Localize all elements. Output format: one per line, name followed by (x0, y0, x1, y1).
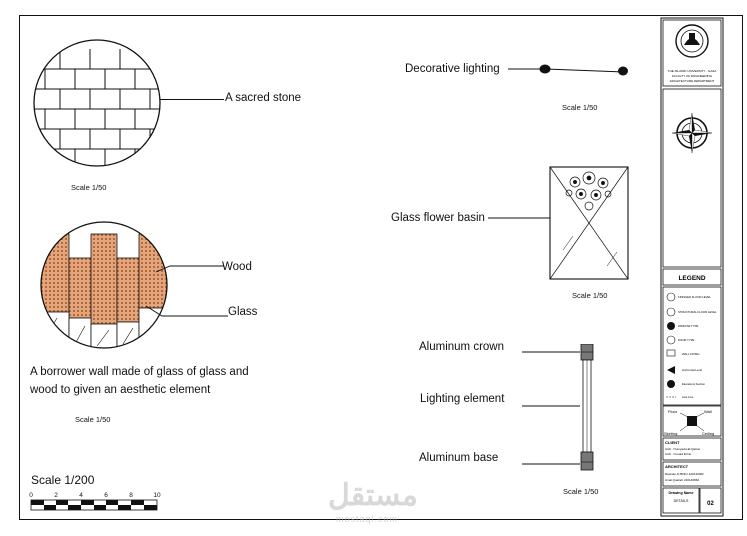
brick-pattern (34, 49, 160, 166)
lighting-scale-label: Scale 1/50 (562, 103, 598, 112)
legend-item: Axis Line (682, 395, 694, 399)
flower-icon (565, 171, 612, 211)
wall-scale-label: Scale 1/50 (75, 415, 111, 424)
glass-leader (146, 305, 228, 317)
legend-item: Horizontal Level (682, 368, 702, 372)
sacred-stone-leader (160, 99, 224, 100)
light-fixture-icon (618, 66, 628, 76)
drawing-name-title: Drawing Name (669, 491, 694, 495)
legend-item: FINISHED FLOOR LEVEL (678, 295, 711, 299)
decorative-lighting-label: Decorative lighting (405, 63, 500, 75)
scale-tick: 10 (153, 492, 161, 499)
basin-scale-label: Scale 1/50 (572, 291, 608, 300)
legend-symbol-icon (666, 349, 676, 357)
wood-leader (156, 265, 224, 273)
lighting-element-label: Lighting element (420, 393, 505, 405)
scale-tick: 0 (29, 492, 33, 499)
scale-tick: 6 (104, 492, 108, 499)
wall-description: A borrower wall made of glass of glass a… (30, 366, 249, 396)
sacred-stone-detail (33, 39, 161, 167)
aluminum-crown-label: Aluminum crown (419, 341, 504, 353)
glass-pane (90, 323, 118, 348)
column-scale-label: Scale 1/50 (563, 487, 599, 496)
watermark-url: mostaql.com (336, 514, 399, 524)
university-seal-icon (675, 24, 709, 58)
north-arrow-icon (671, 112, 713, 154)
sheet-number: 02 (707, 501, 714, 507)
glass-pane (116, 321, 140, 348)
finish-floor: Floor (668, 409, 678, 414)
client-line: Arch. / Kanyavia El Qattus (665, 447, 701, 451)
glass-label: Glass (228, 306, 258, 318)
drawing-name: DETAILS (674, 499, 689, 503)
legend-item: DOOR TYPE (678, 338, 695, 342)
architect-line: Amal Quatieh 220140862 (665, 478, 699, 482)
scale-bar: 0 2 4 6 8 10 (29, 492, 161, 511)
legend-symbol-icon (666, 335, 676, 345)
client-title: CLIENT (665, 440, 680, 445)
scale-tick: 4 (79, 492, 83, 499)
wood-glass-wall-detail (40, 221, 168, 349)
basin-leader (488, 217, 550, 219)
decorative-lighting-symbol (508, 64, 628, 76)
scale-tick: 2 (54, 492, 58, 499)
aluminum-base (580, 451, 594, 471)
glass-pane (41, 311, 70, 348)
legend-symbol-icon (667, 366, 675, 374)
title-block: THE ISLAMIC UNIVERSITY - GAZA FACULTY OF… (660, 17, 724, 517)
glass-flower-basin-detail (549, 166, 629, 280)
glass-flower-basin-label: Glass flower basin (391, 212, 485, 224)
architect-line: Rawnan Al Bhihir 220140002 (665, 472, 704, 476)
stone-scale-label: Scale 1/50 (71, 183, 107, 192)
university-line: FACULTY OF ENGINEERING (672, 74, 713, 78)
scale-tick: 8 (129, 492, 133, 499)
finish-wall: Wall (704, 409, 712, 414)
legend-item: WALL FINISH (682, 352, 699, 356)
legend-symbol-icon (666, 307, 676, 317)
aluminum-column-detail (580, 344, 594, 471)
wood-member (90, 233, 118, 325)
legend-symbol-icon (666, 292, 676, 302)
university-line: ARCHITECTURE DEPARTMENT (670, 79, 715, 83)
client-line: Arch. / Fouad El No (665, 452, 692, 456)
watermark-logo: مستقل (328, 479, 418, 512)
sacred-stone-label: A sacred stone (225, 92, 302, 104)
aluminum-base-label: Aluminum base (419, 452, 499, 464)
light-fixture-icon (539, 64, 551, 74)
legend-item: WINDOW TYPE (678, 324, 698, 328)
legend-item: Elevations Section (682, 382, 705, 386)
wood-label: Wood (222, 261, 252, 273)
column-leaders (522, 351, 580, 465)
wood-member (68, 257, 92, 319)
architect-title: ARCHITECT (665, 464, 689, 469)
main-scale-label: Scale 1/200 (31, 473, 95, 487)
finish-key-icon (687, 416, 697, 426)
wood-member (116, 257, 140, 323)
legend-symbol-icon (667, 380, 675, 388)
university-line: THE ISLAMIC UNIVERSITY - GAZA (668, 69, 716, 73)
legend-item: STRUCTURAL FLOOR LEVEL (678, 310, 717, 314)
legend-title: LEGEND (678, 275, 705, 282)
finish-ceiling: Ceiling (702, 431, 714, 436)
legend-symbol-icon (667, 322, 675, 330)
finish-skirting: Skirting (664, 431, 677, 436)
